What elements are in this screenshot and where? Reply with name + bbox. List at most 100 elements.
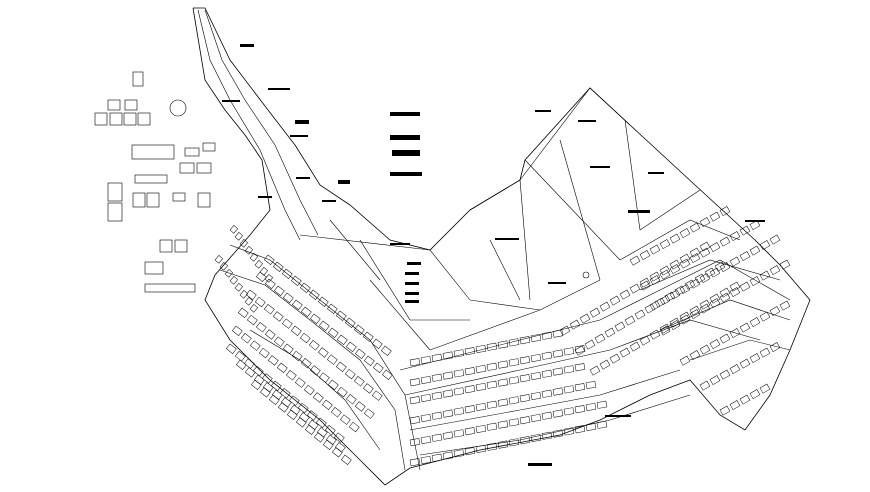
plot (288, 395, 300, 406)
plot (344, 368, 356, 380)
plot (729, 287, 741, 298)
plot (679, 228, 691, 239)
plot (497, 340, 509, 349)
plot (699, 380, 711, 391)
plot (295, 417, 307, 428)
plot (679, 284, 691, 295)
plot (255, 322, 267, 333)
plot (249, 340, 261, 351)
plot (530, 371, 542, 380)
detail-drawing (132, 71, 144, 87)
plot (246, 314, 258, 326)
plot (649, 300, 661, 311)
plot (589, 365, 601, 376)
plot (290, 275, 302, 287)
plot (281, 268, 293, 280)
plot (563, 427, 575, 436)
detail-drawing (197, 192, 211, 208)
plot (442, 431, 454, 440)
plot (699, 241, 711, 252)
plot (300, 358, 312, 369)
plot (291, 350, 303, 362)
plot (669, 264, 681, 275)
plot (234, 283, 244, 292)
plot (719, 262, 731, 273)
plot (371, 390, 383, 401)
detail-drawing (109, 112, 123, 126)
access-road-right (204, 9, 319, 236)
road-band (419, 394, 691, 456)
plot (541, 351, 553, 360)
plot (335, 310, 347, 322)
plot (464, 367, 476, 376)
detail-drawing (124, 99, 138, 111)
plot (453, 369, 465, 378)
detail-drawing (172, 192, 186, 202)
plot (530, 391, 542, 400)
plot (739, 225, 751, 236)
plot (689, 247, 701, 258)
annotation-bar (392, 150, 420, 156)
plot (327, 327, 339, 339)
open-area-line (299, 234, 431, 251)
plot (519, 356, 531, 365)
plot (749, 245, 761, 256)
plot (779, 259, 791, 270)
plot (409, 396, 421, 405)
plot (679, 253, 691, 264)
plot (596, 400, 608, 409)
plot (508, 438, 520, 447)
plot (263, 254, 275, 266)
plot (264, 329, 276, 340)
plot (659, 323, 671, 334)
plot (574, 405, 586, 414)
plot (317, 296, 329, 308)
plot (331, 447, 343, 458)
plot (759, 383, 771, 394)
detail-drawing (144, 283, 196, 293)
open-area-line (524, 159, 621, 261)
plot (299, 282, 311, 294)
road-band (409, 369, 681, 431)
plot (464, 405, 476, 414)
plot (508, 376, 520, 385)
plot (619, 289, 631, 300)
plot (541, 389, 553, 398)
plot (689, 253, 701, 264)
plot (431, 391, 443, 400)
plot (420, 413, 432, 422)
annotation-bar (548, 282, 566, 284)
plot (541, 411, 553, 420)
plot (604, 327, 616, 338)
plot (574, 345, 586, 356)
plot (749, 220, 761, 231)
plot (624, 315, 636, 326)
annotation-bar (240, 44, 254, 47)
plot (224, 269, 234, 278)
plot (594, 333, 606, 344)
plot (599, 301, 611, 312)
plot (719, 206, 731, 217)
plot (719, 405, 731, 416)
plot (669, 289, 681, 300)
open-area-line (589, 87, 631, 126)
plot (709, 293, 721, 304)
road-band (399, 259, 791, 371)
detail-drawing (196, 162, 212, 174)
detail-drawing (131, 144, 175, 160)
plot (486, 342, 498, 351)
plot (268, 394, 280, 406)
plot (442, 351, 454, 360)
plot (464, 447, 476, 456)
plot (231, 325, 243, 337)
plot (353, 376, 365, 387)
plot (308, 289, 320, 301)
plot (313, 432, 325, 443)
plot (639, 280, 651, 291)
plot (276, 362, 288, 374)
plot (475, 344, 487, 353)
detail-drawing (107, 99, 121, 111)
plot (609, 353, 621, 364)
plot (569, 319, 581, 330)
